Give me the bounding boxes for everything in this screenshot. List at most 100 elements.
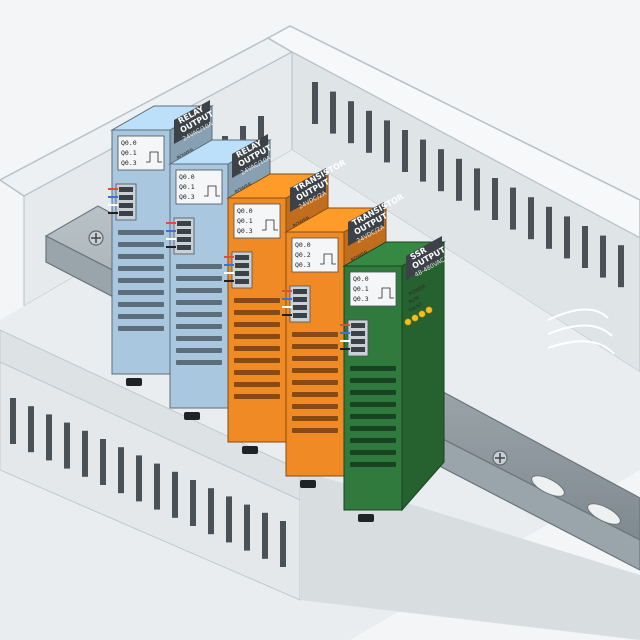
front-duct-vent-slots <box>10 398 286 567</box>
terminal-screw[interactable] <box>293 297 307 302</box>
vent-slot <box>262 512 268 559</box>
status-led <box>425 306 433 314</box>
terminal-screw[interactable] <box>235 263 249 268</box>
vent-slot <box>438 149 444 192</box>
module-vent-slot <box>292 356 338 361</box>
module-foot <box>184 412 200 420</box>
vent-slot <box>312 82 318 124</box>
module-vent-slot <box>234 382 280 387</box>
terminal-screw[interactable] <box>293 289 307 294</box>
channel-label: Q0.2 <box>295 251 311 259</box>
terminal-screw[interactable] <box>177 221 191 226</box>
channel-label-window <box>175 169 223 205</box>
din-rail-screw-right <box>492 450 508 466</box>
vent-slot <box>172 471 178 518</box>
channel-label: Q0.3 <box>121 159 137 167</box>
module-vent-slot <box>292 392 338 397</box>
output-wires <box>547 308 615 355</box>
module-vent-slot <box>292 344 338 349</box>
vent-slot <box>190 480 196 526</box>
vent-slot <box>492 178 498 220</box>
din-rail-screw-left <box>88 230 104 246</box>
vent-slot <box>348 101 354 144</box>
module-front-face <box>111 129 171 375</box>
module-vent-slot <box>176 348 222 353</box>
module-foot <box>300 480 316 488</box>
channel-label: Q0.0 <box>353 275 369 283</box>
relay-contact-symbol <box>204 185 220 197</box>
channel-label: Q0.3 <box>295 261 311 269</box>
din-rail-slot-1 <box>531 475 565 497</box>
terminal-screw[interactable] <box>119 187 133 192</box>
vent-slot <box>154 463 160 510</box>
vent-slot <box>10 398 16 444</box>
relay-contact-symbol <box>262 219 278 231</box>
channel-label-window <box>291 237 339 273</box>
module-vent-slot <box>350 426 396 431</box>
terminal-screw[interactable] <box>351 331 365 336</box>
module-vent-slot <box>176 336 222 341</box>
module-vent-slot <box>118 242 164 247</box>
din-rail-slot-2 <box>587 503 621 525</box>
channel-label: Q0.1 <box>121 149 137 157</box>
terminal-screw[interactable] <box>119 195 133 200</box>
module-vent-slot <box>292 368 338 373</box>
channel-label: Q0.0 <box>295 241 311 249</box>
channel-label-window <box>349 271 397 307</box>
vent-slot <box>330 91 336 134</box>
terminal-screw[interactable] <box>351 347 365 352</box>
enclosure-rim-top <box>266 25 640 239</box>
terminal-screw[interactable] <box>235 255 249 260</box>
channel-label-window <box>233 203 281 239</box>
vent-slot <box>528 197 534 240</box>
relay-contact-symbol <box>146 151 162 163</box>
module-vent-slot <box>234 334 280 339</box>
vent-slot <box>64 422 70 469</box>
vent-slot <box>28 406 34 453</box>
vent-slot <box>280 521 286 567</box>
module-vent-slot <box>292 416 338 421</box>
terminal-screw[interactable] <box>235 279 249 284</box>
module-vent-slot <box>350 402 396 407</box>
channel-label: Q0.3 <box>353 295 369 303</box>
module-vent-slot <box>118 314 164 319</box>
front-cable-duct-right <box>300 470 640 640</box>
module-vent-slot <box>118 290 164 295</box>
module-vent-slot <box>234 298 280 303</box>
channel-label: Q0.0 <box>179 173 195 181</box>
module-title-plate <box>290 168 326 212</box>
relay-contact-symbol <box>320 253 336 265</box>
module-vent-slot <box>350 450 396 455</box>
terminal-screw[interactable] <box>351 339 365 344</box>
terminal-screw[interactable] <box>235 271 249 276</box>
module-vent-slot <box>292 380 338 385</box>
module-front-face <box>227 197 287 443</box>
module-vent-slot <box>176 264 222 269</box>
module-vent-slot <box>234 394 280 399</box>
vent-slot <box>510 187 516 230</box>
module-vent-slot <box>176 324 222 329</box>
terminal-screw[interactable] <box>351 323 365 328</box>
module-front-face <box>169 163 229 409</box>
channel-label-window <box>117 135 165 171</box>
terminal-screw[interactable] <box>177 229 191 234</box>
terminal-screw[interactable] <box>177 245 191 250</box>
module-vent-slot <box>176 300 222 305</box>
module-vent-slot <box>234 322 280 327</box>
module-front-face <box>285 231 345 477</box>
channel-label: Q0.3 <box>237 227 253 235</box>
vent-slot <box>258 116 264 146</box>
terminal-screw[interactable] <box>119 203 133 208</box>
terminal-screw[interactable] <box>177 237 191 242</box>
back-wall-vent-slots <box>312 82 624 288</box>
terminal-screw[interactable] <box>293 313 307 318</box>
terminal-screw[interactable] <box>119 211 133 216</box>
module-foot <box>358 514 374 522</box>
module-vent-slot <box>234 310 280 315</box>
module-vent-slot <box>118 302 164 307</box>
terminal-screw[interactable] <box>293 305 307 310</box>
vent-slot <box>46 414 52 461</box>
vent-slot <box>208 488 214 535</box>
channel-label: Q0.1 <box>237 217 253 225</box>
channel-label: Q0.0 <box>121 139 137 147</box>
